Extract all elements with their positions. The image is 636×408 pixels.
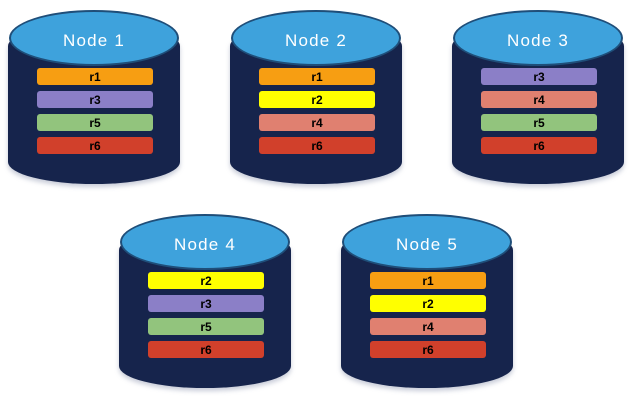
replica-label: r6 <box>533 138 545 153</box>
replica-label: r1 <box>89 69 101 84</box>
replica-bar-r6[interactable]: r6 <box>37 137 153 154</box>
replica-label: r4 <box>311 115 323 130</box>
cylinder-top-ellipse: Node 1 <box>9 10 179 66</box>
replica-bar-r1[interactable]: r1 <box>37 68 153 85</box>
replica-label: r3 <box>89 92 101 107</box>
database-node-2[interactable]: Node 2 r1 r2 r4 r6 <box>230 6 402 192</box>
replica-bar-r4[interactable]: r4 <box>370 318 486 335</box>
replica-stack: r1 r3 r5 r6 <box>37 68 153 154</box>
replica-bar-r6[interactable]: r6 <box>259 137 375 154</box>
replica-label: r4 <box>422 319 434 334</box>
replica-label: r6 <box>200 342 212 357</box>
replica-bar-r5[interactable]: r5 <box>481 114 597 131</box>
replica-bar-r3[interactable]: r3 <box>37 91 153 108</box>
replica-label: r5 <box>533 115 545 130</box>
cylinder-top-ellipse: Node 5 <box>342 214 512 270</box>
replica-label: r1 <box>422 273 434 288</box>
replica-label: r2 <box>311 92 323 107</box>
replica-label: r6 <box>311 138 323 153</box>
replica-stack: r1 r2 r4 r6 <box>259 68 375 154</box>
replica-bar-r5[interactable]: r5 <box>148 318 264 335</box>
replica-label: r3 <box>533 69 545 84</box>
replica-bar-r1[interactable]: r1 <box>370 272 486 289</box>
replica-bar-r2[interactable]: r2 <box>148 272 264 289</box>
node-title: Node 1 <box>62 31 126 50</box>
replica-label: r5 <box>200 319 212 334</box>
replica-label: r2 <box>200 273 212 288</box>
replica-label: r4 <box>533 92 545 107</box>
database-node-1[interactable]: Node 1 r1 r3 r5 r6 <box>8 6 180 192</box>
replica-bar-r3[interactable]: r3 <box>481 68 597 85</box>
replica-label: r6 <box>422 342 434 357</box>
database-node-4[interactable]: Node 4 r2 r3 r5 r6 <box>119 210 291 400</box>
replica-label: r3 <box>200 296 212 311</box>
cylinder-top-ellipse: Node 2 <box>231 10 401 66</box>
replica-stack: r3 r4 r5 r6 <box>481 68 597 154</box>
replica-bar-r5[interactable]: r5 <box>37 114 153 131</box>
replica-bar-r3[interactable]: r3 <box>148 295 264 312</box>
node-title: Node 2 <box>284 31 348 50</box>
database-node-3[interactable]: Node 3 r3 r4 r5 r6 <box>452 6 624 192</box>
replica-label: r6 <box>89 138 101 153</box>
replica-label: r1 <box>311 69 323 84</box>
database-node-5[interactable]: Node 5 r1 r2 r4 r6 <box>341 210 513 400</box>
replica-bar-r6[interactable]: r6 <box>148 341 264 358</box>
replica-bar-r2[interactable]: r2 <box>259 91 375 108</box>
replica-label: r2 <box>422 296 434 311</box>
node-title: Node 4 <box>173 235 237 254</box>
replica-stack: r2 r3 r5 r6 <box>148 272 264 358</box>
cylinder-top-ellipse: Node 4 <box>120 214 290 270</box>
replica-bar-r1[interactable]: r1 <box>259 68 375 85</box>
replica-bar-r6[interactable]: r6 <box>370 341 486 358</box>
node-title: Node 5 <box>395 235 459 254</box>
node-title: Node 3 <box>506 31 570 50</box>
replica-stack: r1 r2 r4 r6 <box>370 272 486 358</box>
replica-bar-r4[interactable]: r4 <box>259 114 375 131</box>
cylinder-top-ellipse: Node 3 <box>453 10 623 66</box>
replica-label: r5 <box>89 115 101 130</box>
replica-bar-r4[interactable]: r4 <box>481 91 597 108</box>
replica-bar-r2[interactable]: r2 <box>370 295 486 312</box>
replica-bar-r6[interactable]: r6 <box>481 137 597 154</box>
